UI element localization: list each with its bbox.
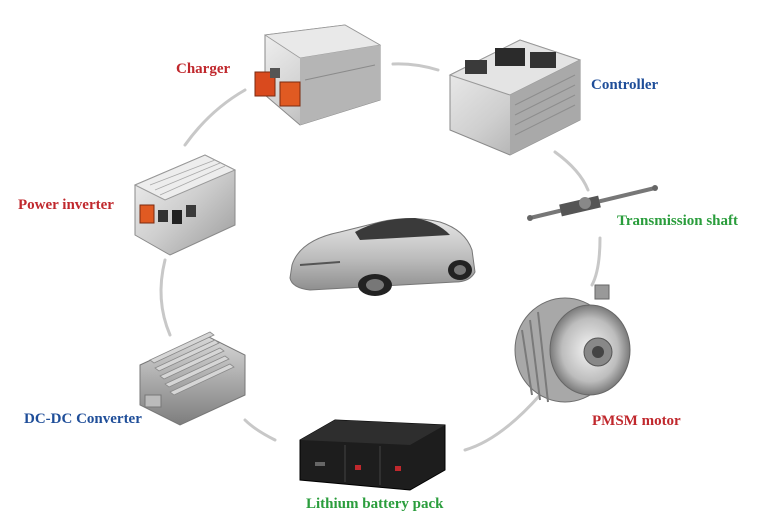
pmsm-motor-icon xyxy=(514,284,631,403)
controller-icon xyxy=(448,39,582,156)
car-icon xyxy=(289,218,476,296)
charger-icon xyxy=(254,24,382,126)
dcdc-converter-label: DC-DC Converter xyxy=(24,411,142,427)
dcdc-converter-icon xyxy=(139,331,246,426)
power-inverter-label: Power inverter xyxy=(18,197,114,213)
lithium-battery-label: Lithium battery pack xyxy=(306,496,444,512)
charger-label: Charger xyxy=(176,61,231,77)
transmission-shaft-icon xyxy=(527,185,658,221)
controller-label: Controller xyxy=(591,77,659,93)
battery-pack-icon xyxy=(299,419,446,491)
pmsm-motor-label: PMSM motor xyxy=(592,413,681,429)
transmission-shaft-label: Transmission shaft xyxy=(617,213,738,229)
power-inverter-icon xyxy=(133,154,237,256)
connector-ring xyxy=(159,62,602,452)
